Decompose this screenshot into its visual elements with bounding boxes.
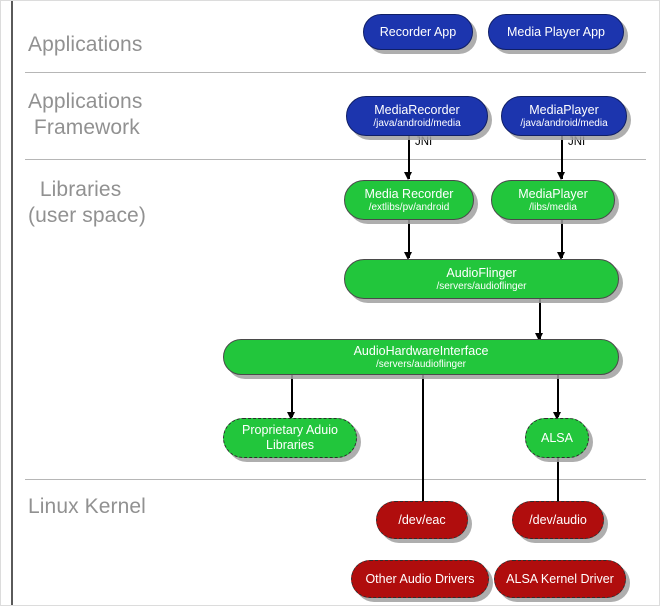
left-border-rule bbox=[11, 1, 13, 605]
node-media-player-app[interactable]: Media Player App bbox=[488, 14, 624, 50]
node-proprietary-audio-libraries-title: Proprietary Aduio bbox=[242, 423, 338, 437]
node-alsa-kernel-driver[interactable]: ALSA Kernel Driver bbox=[494, 560, 626, 598]
node-audioflinger-title: AudioFlinger bbox=[446, 265, 517, 280]
node-other-audio-drivers[interactable]: Other Audio Drivers bbox=[351, 560, 489, 598]
node-media-player-app-title: Media Player App bbox=[507, 24, 605, 39]
connector-mediaplayer-to-audioflinger bbox=[561, 220, 563, 258]
node-mediaplayer-framework[interactable]: MediaPlayer /java/android/media bbox=[501, 96, 627, 136]
arrowhead-mediaplayer-to-audioflinger bbox=[557, 252, 565, 260]
connector-mediarecorder-to-audioflinger bbox=[408, 220, 410, 258]
node-proprietary-audio-libraries[interactable]: Proprietary Aduio Libraries bbox=[223, 418, 357, 458]
layer-label-applications-framework: Applications Framework bbox=[28, 90, 143, 139]
node-mediarecorder-framework-path: /java/android/media bbox=[373, 117, 461, 129]
node-alsa-kernel-driver-title: ALSA Kernel Driver bbox=[506, 571, 614, 586]
connector-mediaplayer-jni bbox=[561, 136, 563, 179]
node-alsa[interactable]: ALSA bbox=[525, 418, 589, 458]
node-media-recorder-library-path: /extlibs/pv/android bbox=[368, 201, 450, 213]
connector-ahi-to-proprietary-libs bbox=[291, 375, 293, 417]
layer-label-linux-kernel: Linux Kernel bbox=[28, 495, 146, 518]
node-audiohardwareinterface[interactable]: AudioHardwareInterface /servers/audiofli… bbox=[223, 339, 619, 375]
node-other-audio-drivers-title: Other Audio Drivers bbox=[365, 571, 475, 586]
node-media-player-library-title: MediaPlayer bbox=[518, 186, 588, 201]
connector-ahi-to-alsa bbox=[557, 375, 559, 417]
connector-ahi-to-dev-eac bbox=[422, 375, 424, 509]
node-media-player-library-path: /libs/media bbox=[529, 201, 577, 213]
divider-framework bbox=[25, 159, 646, 160]
divider-applications bbox=[25, 72, 646, 73]
node-mediaplayer-framework-path: /java/android/media bbox=[520, 117, 608, 129]
node-alsa-title: ALSA bbox=[541, 430, 573, 445]
node-recorder-app[interactable]: Recorder App bbox=[363, 14, 473, 50]
arrowhead-mediarecorder-to-audioflinger bbox=[404, 252, 412, 260]
layer-label-applications: Applications bbox=[28, 33, 143, 56]
node-media-recorder-library[interactable]: Media Recorder /extlibs/pv/android bbox=[344, 180, 474, 220]
arrowhead-ahi-to-alsa bbox=[553, 412, 561, 420]
node-dev-eac-title: /dev/eac bbox=[398, 512, 446, 527]
node-mediarecorder-framework[interactable]: MediaRecorder /java/android/media bbox=[346, 96, 488, 136]
node-mediaplayer-framework-title: MediaPlayer bbox=[529, 102, 599, 117]
edge-label-jni-right: JNI bbox=[568, 136, 586, 148]
node-dev-audio-title: /dev/audio bbox=[529, 512, 587, 527]
node-audiohardwareinterface-path: /servers/audioflinger bbox=[375, 358, 467, 370]
node-audioflinger-path: /servers/audioflinger bbox=[436, 280, 527, 292]
connector-mediarecorder-jni bbox=[408, 136, 410, 179]
arrowhead-mediaplayer-jni bbox=[557, 172, 565, 180]
arrowhead-mediarecorder-jni bbox=[404, 172, 412, 180]
node-dev-audio[interactable]: /dev/audio bbox=[512, 501, 604, 539]
connector-alsa-to-dev-audio bbox=[557, 458, 559, 509]
layer-label-libraries: Libraries (user space) bbox=[28, 178, 146, 227]
node-media-recorder-library-title: Media Recorder bbox=[364, 186, 454, 201]
divider-kernel bbox=[25, 479, 646, 480]
node-audioflinger[interactable]: AudioFlinger /servers/audioflinger bbox=[344, 259, 619, 299]
connector-audioflinger-to-audiohardwareinterface bbox=[539, 299, 541, 339]
arrowhead-audioflinger-to-audiohardwareinterface bbox=[535, 333, 543, 341]
node-media-player-library[interactable]: MediaPlayer /libs/media bbox=[491, 180, 615, 220]
node-recorder-app-title: Recorder App bbox=[379, 24, 457, 39]
node-audiohardwareinterface-title: AudioHardwareInterface bbox=[353, 343, 489, 358]
node-proprietary-audio-libraries-subtitle: Libraries bbox=[266, 438, 314, 452]
node-mediarecorder-framework-title: MediaRecorder bbox=[374, 102, 460, 117]
arrowhead-ahi-to-proprietary-libs bbox=[287, 412, 295, 420]
node-dev-eac[interactable]: /dev/eac bbox=[376, 501, 468, 539]
edge-label-jni-left: JNI bbox=[415, 136, 433, 148]
